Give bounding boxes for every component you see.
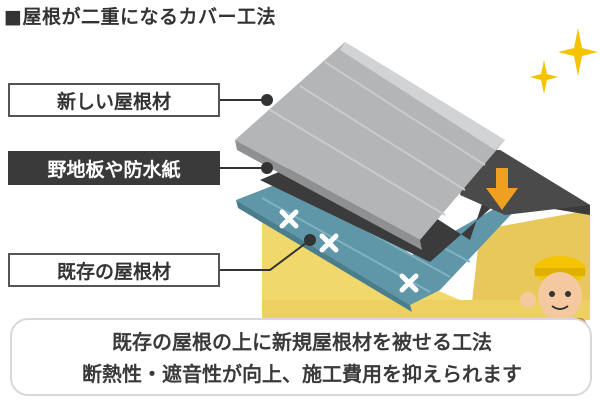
leader-lines bbox=[220, 99, 311, 271]
new-roof-edge bbox=[235, 140, 422, 250]
caption-line-1: 既存の屋根の上に新規屋根材を被せる工法 bbox=[112, 330, 492, 354]
down-arrow-icon bbox=[486, 168, 518, 210]
new-roof-ridge bbox=[340, 42, 505, 150]
label-underlayment: 野地板や防水紙 bbox=[8, 151, 220, 185]
caption-box: 既存の屋根の上に新規屋根材を被せる工法 断熱性・遮音性が向上、施工費用を抑えられ… bbox=[10, 318, 592, 396]
caption-line-2: 断熱性・遮音性が向上、施工費用を抑えられます bbox=[82, 362, 522, 386]
house-wall-lower bbox=[262, 300, 590, 320]
underlayment-side bbox=[460, 150, 590, 215]
label-existing-roof: 既存の屋根材 bbox=[8, 253, 220, 287]
existing-roof bbox=[236, 175, 520, 305]
sparkle-icon bbox=[530, 60, 558, 94]
page-title: ■屋根が二重になるカバー工法 bbox=[4, 6, 276, 28]
existing-roof-edge bbox=[236, 200, 412, 312]
new-roof-grooves bbox=[269, 61, 486, 216]
new-roof-panel bbox=[235, 42, 505, 240]
sparkle-icon bbox=[558, 28, 598, 76]
label-new-roof: 新しい屋根材 bbox=[8, 83, 220, 117]
leader-dots bbox=[261, 94, 316, 246]
cross-mark-icon bbox=[279, 209, 419, 293]
